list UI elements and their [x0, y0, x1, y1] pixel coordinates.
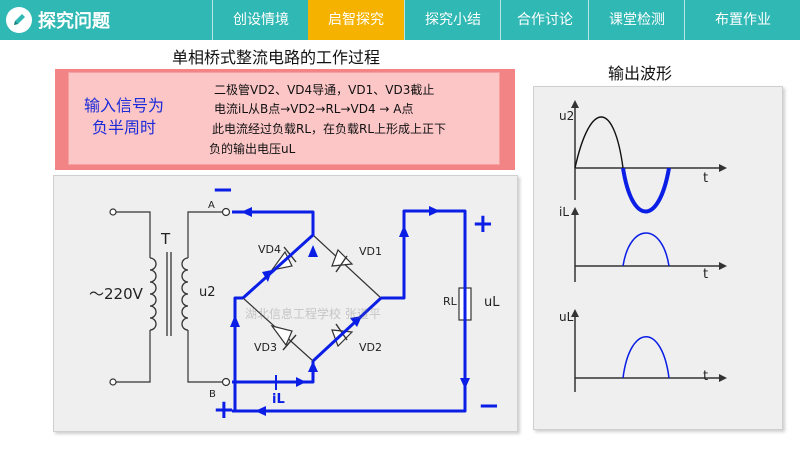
- transformer-label: T: [160, 230, 171, 248]
- input-condition-label: 输入信号为 负半周时: [68, 95, 180, 139]
- primary-wire: [116, 211, 151, 383]
- diode-vd1: [331, 248, 354, 273]
- u2-negative-half: [621, 167, 671, 214]
- tab-class-test[interactable]: 课堂检测: [588, 0, 685, 40]
- watermark: 湖北信息工程学校 张道平: [245, 307, 381, 321]
- info-box-inner: [68, 72, 500, 165]
- tab-inspire-explore[interactable]: 启智探究: [308, 0, 404, 40]
- secondary-voltage-label: u2: [199, 285, 216, 300]
- polarity-output-top: +: [472, 209, 494, 239]
- il-ylabel: iL: [559, 205, 569, 219]
- primary-coil: [149, 257, 157, 331]
- tab-explore-summary[interactable]: 探究小结: [404, 0, 501, 40]
- vd3-label: VD3: [254, 341, 277, 354]
- source-label: ～220V: [89, 285, 144, 303]
- input-condition-line2: 负半周时: [91, 118, 156, 137]
- u2-positive-half: [574, 116, 624, 169]
- ul-pulse: [622, 336, 670, 379]
- il-pulse: [622, 232, 670, 267]
- info-line-3: 此电流经过负载RL，在负载RL上形成上正下: [212, 122, 447, 136]
- diode-vd2: [331, 323, 354, 348]
- u2-plot: u2 t: [559, 100, 727, 214]
- waveform-title: 输出波形: [608, 64, 673, 83]
- node-b-label: B: [209, 389, 216, 400]
- u2-t-label: t: [703, 171, 708, 186]
- output-voltage-label: uL: [484, 295, 500, 310]
- section-title: 探究问题: [38, 11, 110, 32]
- ul-plot: uL t: [559, 309, 727, 392]
- polarity-output-bottom: −: [478, 391, 500, 421]
- vd4-label: VD4: [258, 243, 281, 256]
- pencil-icon: [6, 7, 32, 33]
- current-label: iL: [272, 392, 285, 407]
- node-a-label: A: [208, 200, 215, 211]
- terminal-b: [221, 377, 231, 387]
- tab-group-discussion[interactable]: 合作讨论: [500, 0, 589, 40]
- polarity-a: −: [212, 175, 234, 205]
- vd1-label: VD1: [359, 245, 382, 258]
- u2-ylabel: u2: [559, 109, 574, 123]
- top-nav-bar: 探究问题 创设情境 启智探究 探究小结 合作讨论 课堂检测 布置作业: [0, 0, 800, 40]
- page-title: 单相桥式整流电路的工作过程: [172, 48, 381, 67]
- load-label: RL: [443, 295, 458, 308]
- tab-create-scenario[interactable]: 创设情境: [212, 0, 309, 40]
- polarity-b: +: [213, 395, 235, 425]
- secondary-wire: [187, 211, 222, 383]
- il-plot: iL t: [559, 205, 727, 282]
- secondary-coil: [181, 257, 189, 331]
- info-line-1: 二极管VD2、VD4导通，VD1、VD3截止: [214, 83, 435, 97]
- circuit-panel: [53, 175, 518, 432]
- il-t-label: t: [703, 267, 708, 282]
- ul-ylabel: uL: [559, 310, 574, 324]
- input-condition-line1: 输入信号为: [83, 96, 164, 115]
- vd2-label: VD2: [359, 341, 382, 354]
- current-arrows: [230, 206, 470, 416]
- info-line-2: 电流iL从B点→VD2→RL→VD4 → A点: [214, 102, 414, 116]
- tab-assign-homework[interactable]: 布置作业: [684, 0, 800, 40]
- info-line-4: 负的输出电压uL: [209, 142, 296, 156]
- ul-t-label: t: [703, 369, 708, 384]
- terminal-a: [221, 207, 231, 217]
- diode-vd3: [270, 325, 297, 351]
